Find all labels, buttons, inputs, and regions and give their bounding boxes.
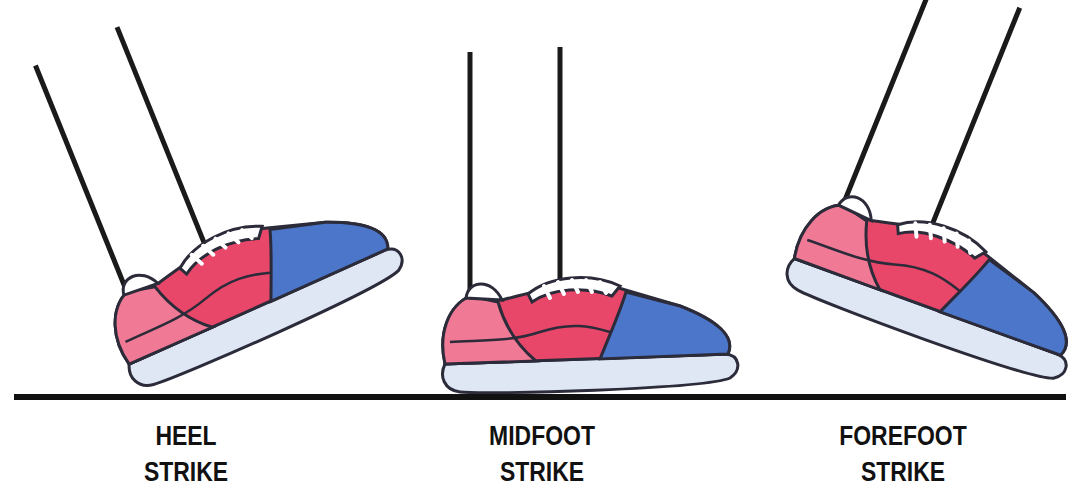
shoe-shape — [781, 177, 1079, 394]
leg-lines — [470, 47, 560, 300]
ground-line — [14, 394, 1066, 400]
forefoot-strike-figure — [781, 0, 1079, 395]
strike-label: MIDFOOT STRIKE — [470, 418, 615, 490]
shoe-shape — [443, 278, 738, 393]
strike-label: HEEL STRIKE — [114, 418, 259, 490]
heel-strike-figure — [8, 0, 411, 392]
shoe-shape — [94, 174, 411, 391]
midfoot-strike-figure — [443, 47, 738, 393]
strike-label: FOREFOOT STRIKE — [831, 418, 976, 490]
leg-lines — [34, 27, 212, 295]
